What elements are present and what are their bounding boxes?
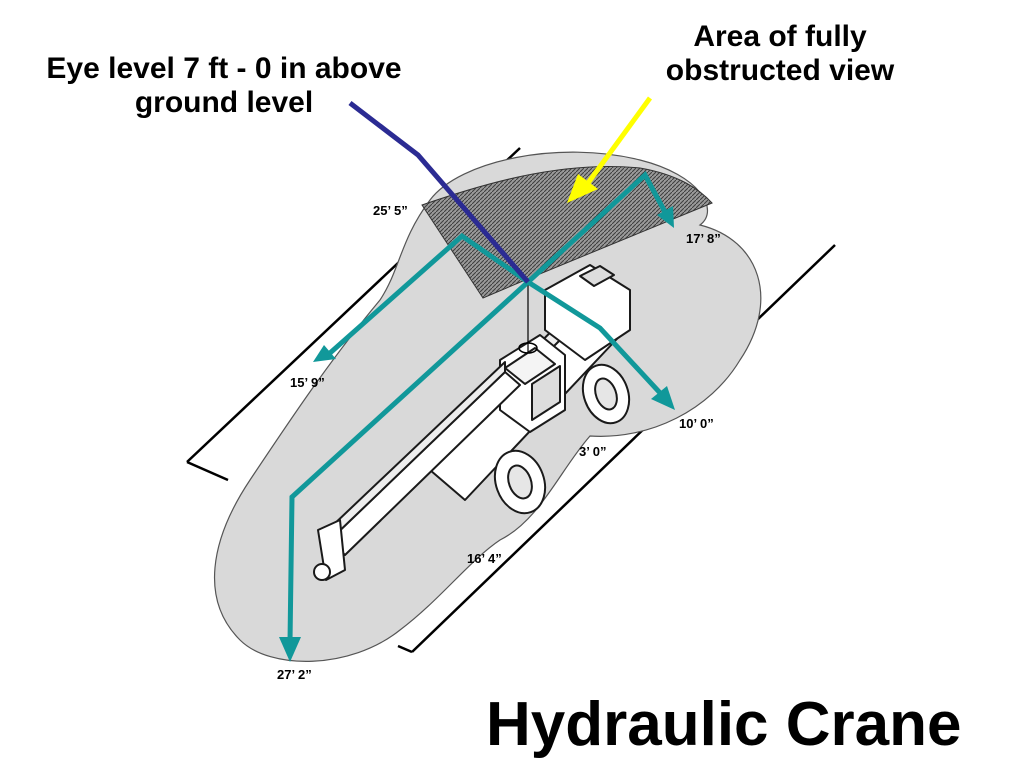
obstruction-arrow bbox=[567, 96, 653, 203]
arrowhead-front bbox=[279, 637, 301, 662]
sight-line-arrowheads bbox=[279, 206, 675, 662]
sight-line-right bbox=[526, 279, 664, 397]
dimension-rear: 3’ 0” bbox=[579, 444, 607, 459]
sight-line-left bbox=[328, 232, 530, 355]
sight-line-front bbox=[287, 280, 530, 643]
dimension-left: 15’ 9” bbox=[290, 375, 325, 390]
sight-lines bbox=[287, 170, 668, 643]
crane-illustration bbox=[313, 264, 631, 581]
arrowhead-right bbox=[651, 386, 675, 410]
eye-level-callout: Eye level 7 ft - 0 in above ground level bbox=[46, 52, 402, 119]
obstructed-view-callout: Area of fully obstructed view bbox=[665, 20, 895, 87]
dimension-upper-right: 17’ 8” bbox=[686, 231, 721, 246]
dimension-upper-left: 25’ 5” bbox=[373, 203, 408, 218]
obstructed-area bbox=[421, 165, 713, 299]
arrowhead-left bbox=[313, 345, 336, 362]
diagram-title: Hydraulic Crane bbox=[486, 690, 962, 759]
eye-level-line bbox=[348, 101, 530, 284]
dimension-front: 27’ 2” bbox=[277, 667, 312, 682]
dimension-right: 10’ 0” bbox=[679, 416, 714, 431]
arrowhead-upper-right bbox=[657, 206, 674, 228]
dimension-boom-side: 16’ 4” bbox=[467, 551, 502, 566]
sight-line-upper-right bbox=[526, 170, 668, 284]
